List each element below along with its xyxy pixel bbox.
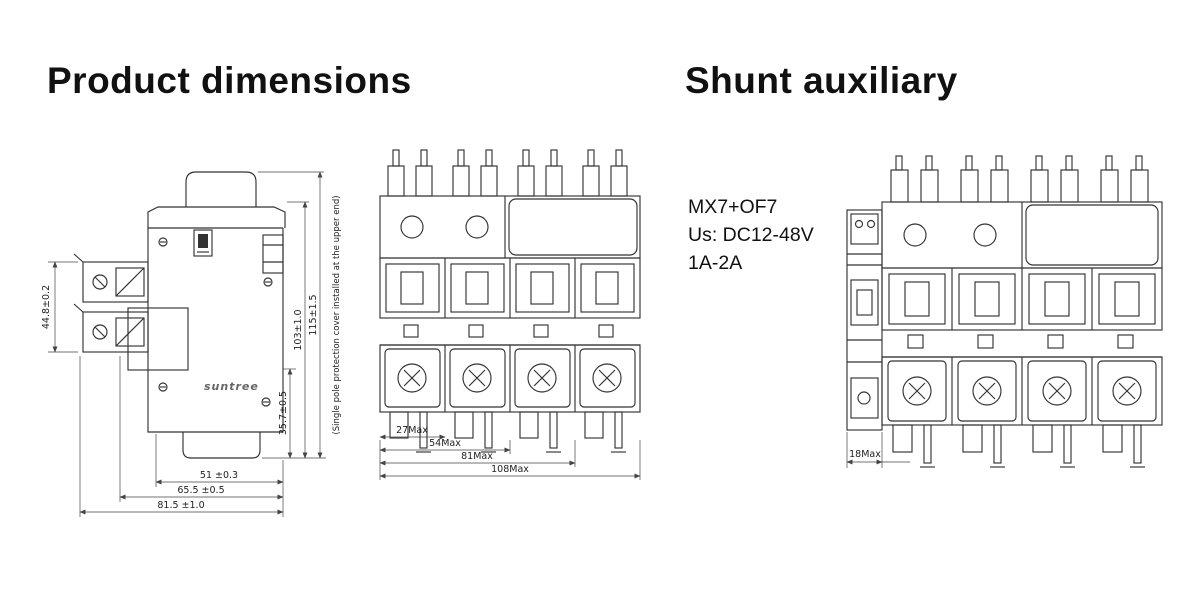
shunt-dimension-lines [846, 432, 910, 468]
side-view-note: (Single pole protection cover installed … [332, 195, 342, 434]
dim-label-height-35-7: 35.7±0.5 [278, 391, 289, 435]
shunt-model: MX7+OF7 [688, 196, 778, 218]
dim-label-height-44-8: 44.8±0.2 [41, 285, 52, 329]
dim-label-width-81-5: 81.5 ±1.0 [157, 500, 204, 511]
front-view-dimension-lines [379, 434, 641, 480]
side-view-dimension-lines [48, 171, 326, 517]
front-view-body [379, 149, 641, 453]
side-view-body [73, 171, 286, 459]
page-title-product-dimensions: Product dimensions [47, 60, 412, 101]
shunt-auxiliary-drawing: 18Max [846, 155, 1163, 468]
shunt-specs: MX7+OF7 Us: DC12-48V 1A-2A [688, 193, 814, 277]
dim-label-54max: 54Max [429, 438, 461, 449]
dim-label-height-115: 115±1.5 [308, 294, 319, 335]
dim-label-width-51: 51 ±0.3 [200, 470, 238, 481]
dim-label-27max: 27Max [396, 425, 428, 436]
dim-label-108max: 108Max [491, 464, 529, 475]
page-title-shunt-auxiliary: Shunt auxiliary [685, 60, 958, 101]
shunt-voltage: Us: DC12-48V [688, 224, 814, 246]
dim-label-width-65-5: 65.5 ±0.5 [177, 485, 224, 496]
dim-label-height-103: 103±1.0 [293, 309, 304, 350]
shunt-auxiliary-body [846, 155, 1163, 468]
front-view-drawing: 27Max 54Max 81Max 108Max [379, 149, 641, 480]
brand-label: suntree [204, 380, 259, 393]
shunt-current: 1A-2A [688, 252, 743, 274]
side-view-drawing: suntree 44.8±0.2 35.7±0.5 [41, 171, 342, 517]
dim-label-18max: 18Max [849, 449, 881, 460]
dim-label-81max: 81Max [461, 451, 493, 462]
